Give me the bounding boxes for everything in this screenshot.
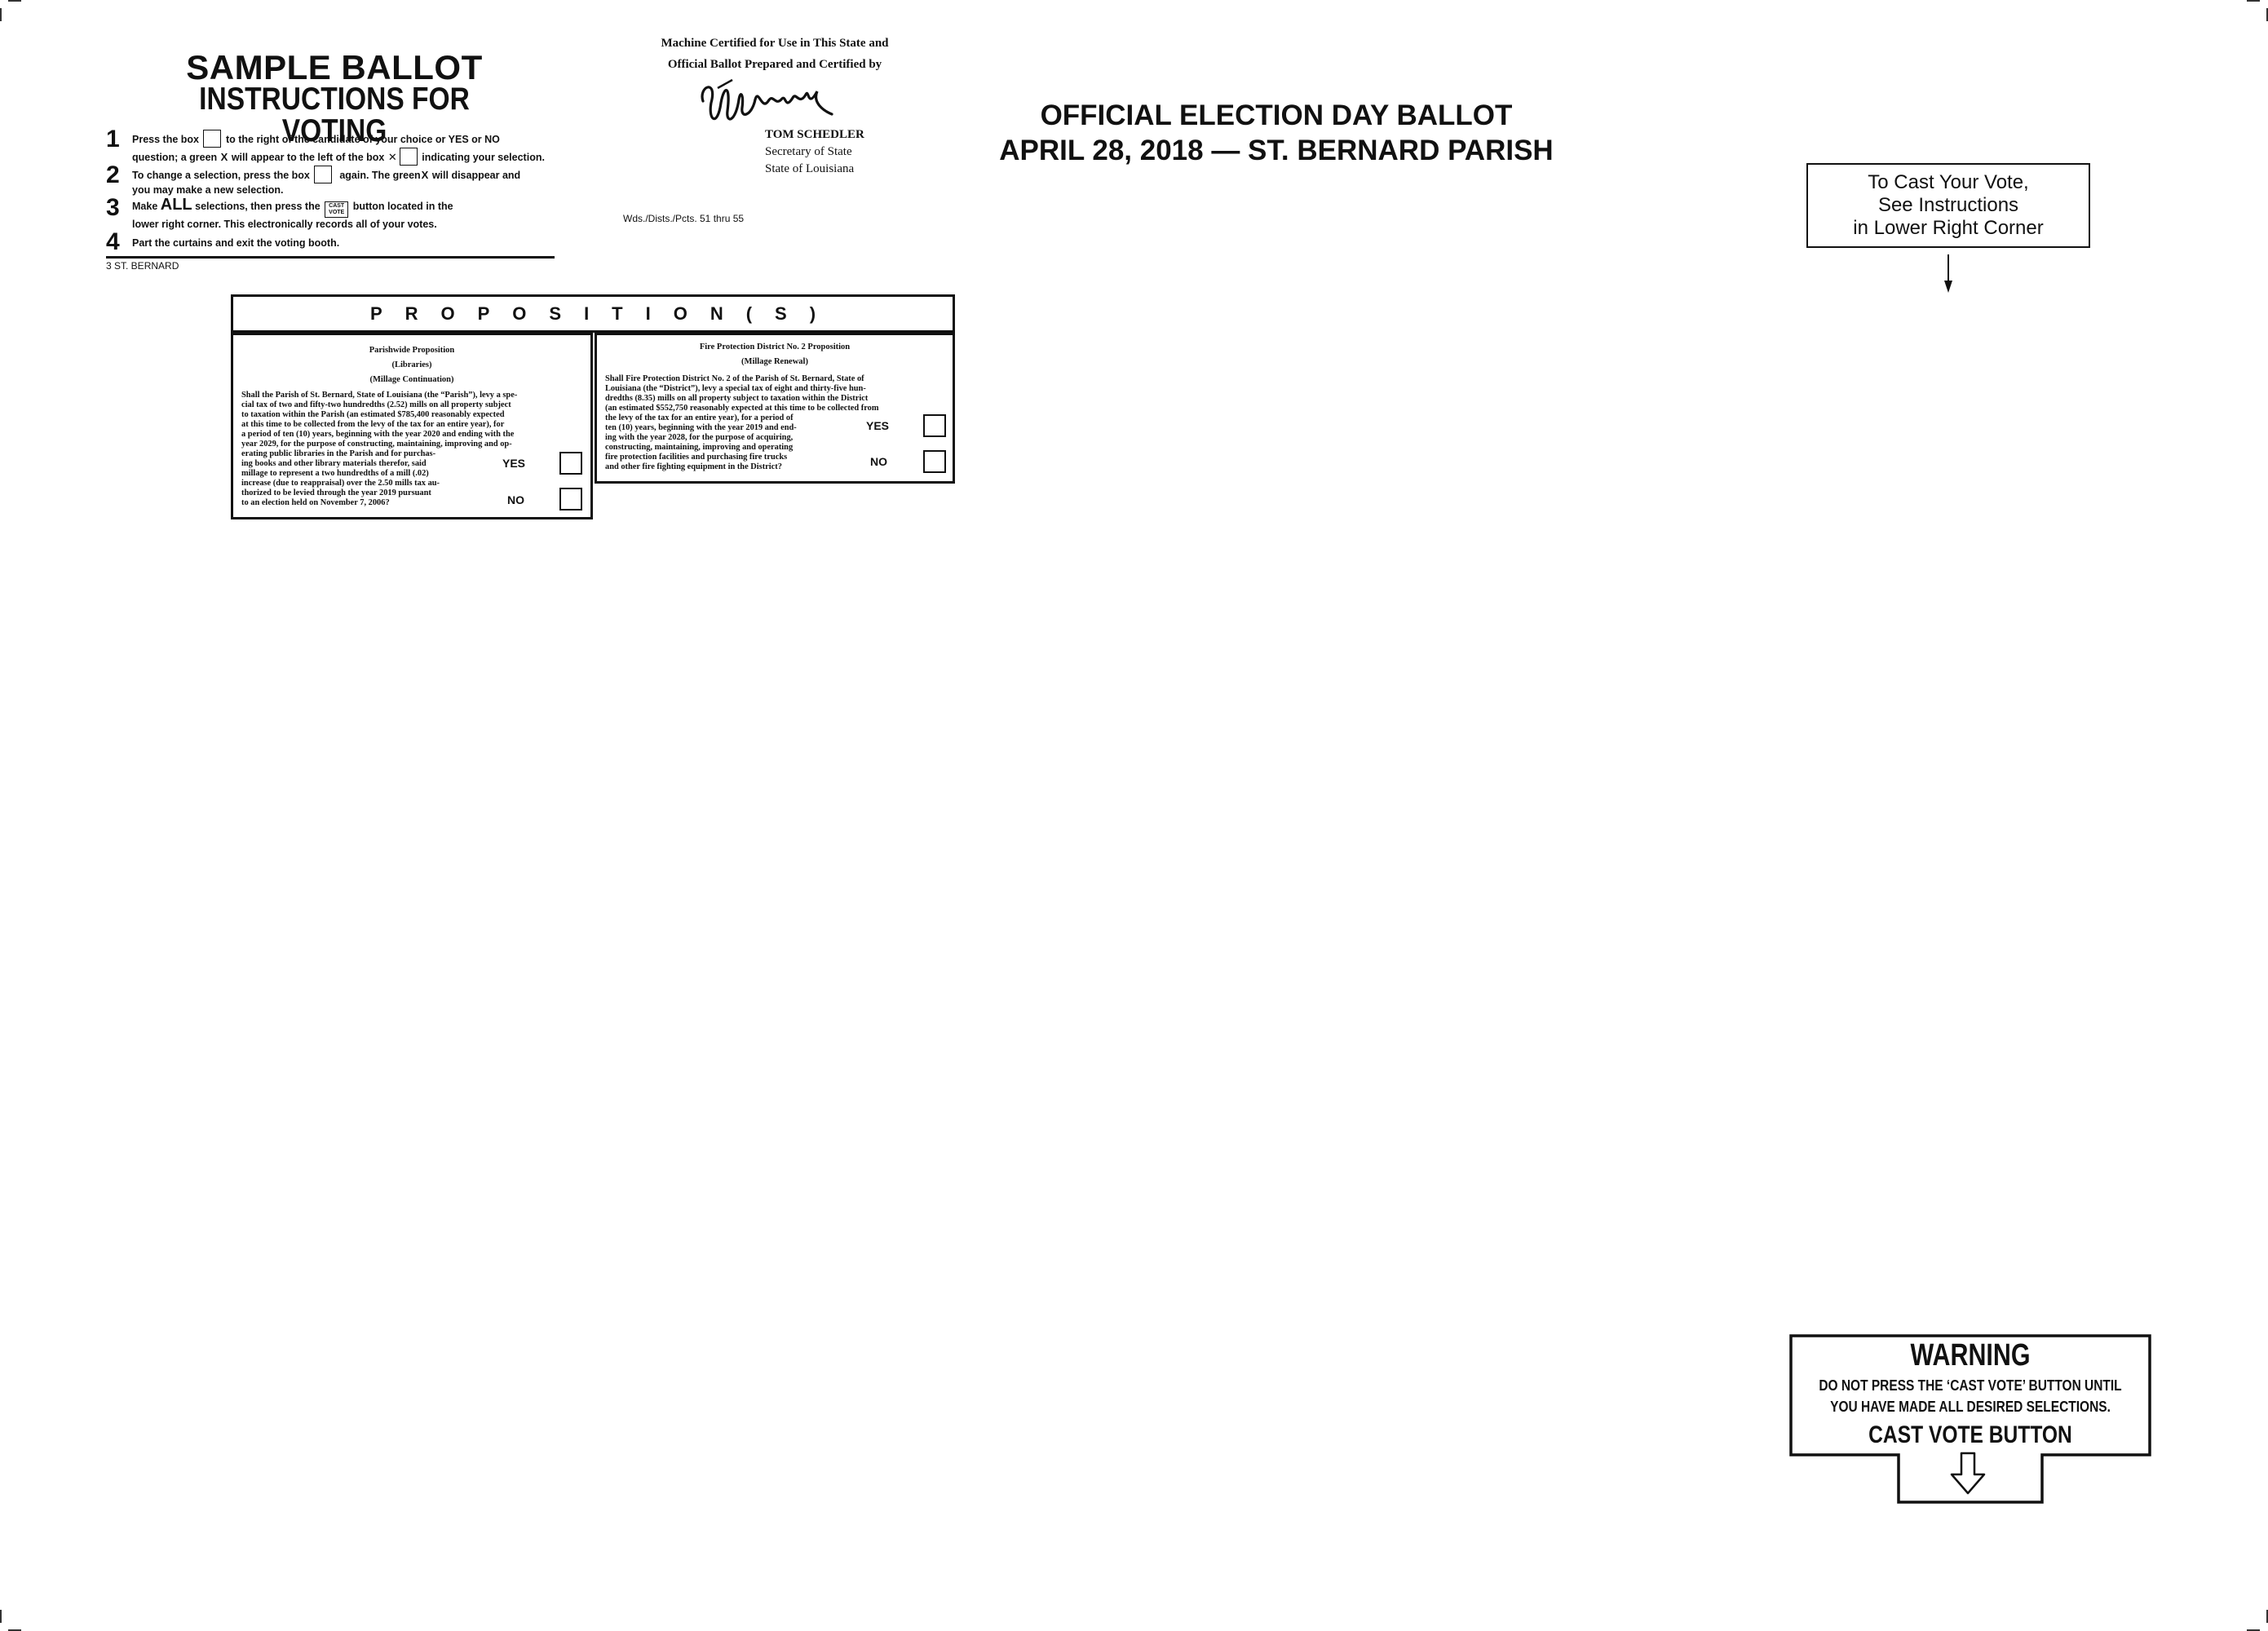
proposition-fire-protection-district-2: Fire Protection District No. 2 Propositi… bbox=[595, 333, 955, 484]
crop-mark-bottom-right bbox=[2266, 1610, 2268, 1623]
instructions-divider bbox=[106, 256, 555, 259]
wards-districts-precincts: Wds./Dists./Pcts. 51 thru 55 bbox=[623, 213, 745, 224]
crop-mark-bottom-left bbox=[0, 1610, 2, 1623]
proposition-text: Shall the Parish of St. Bernard, State o… bbox=[241, 391, 518, 449]
crop-mark-top-right-h bbox=[2247, 0, 2260, 2]
instructions-title: INSTRUCTIONS FOR VOTING bbox=[199, 82, 470, 148]
ballot-title-line-1: OFFICIAL ELECTION DAY BALLOT bbox=[1040, 99, 1513, 131]
warning-line-2: YOU HAVE MADE ALL DESIRED SELECTIONS. bbox=[1830, 1399, 2111, 1415]
crop-mark-top-right bbox=[2266, 8, 2268, 21]
step-text: Part the curtains and exit the voting bo… bbox=[132, 237, 340, 249]
certification-line-1: Machine Certified for Use in This State … bbox=[661, 37, 889, 50]
step-number: 1 bbox=[106, 126, 120, 152]
crop-mark-top-left bbox=[0, 8, 2, 21]
arrow-down-outline-icon[interactable] bbox=[1949, 1452, 1987, 1496]
step-number: 3 bbox=[106, 194, 120, 221]
proposition-subheading: (Millage Renewal) bbox=[741, 357, 808, 366]
warning-title: WARNING bbox=[1910, 1338, 2031, 1372]
x-mark-icon: ✕ bbox=[387, 151, 397, 163]
proposition-heading: Parishwide Proposition bbox=[369, 346, 455, 355]
no-label: NO bbox=[870, 455, 887, 468]
crop-mark-top-left-h bbox=[8, 0, 21, 2]
warning-line-1: DO NOT PRESS THE ‘CAST VOTE’ BUTTON UNTI… bbox=[1819, 1377, 2122, 1394]
no-checkbox[interactable] bbox=[923, 450, 946, 473]
warning-panel bbox=[1789, 1334, 2151, 1504]
proposition-parishwide-libraries: Parishwide Proposition (Libraries) (Mill… bbox=[231, 333, 593, 519]
yes-label: YES bbox=[866, 419, 890, 432]
yes-checkbox[interactable] bbox=[559, 452, 582, 475]
cast-vote-instructions-box: To Cast Your Vote, See Instructions in L… bbox=[1806, 163, 2090, 248]
no-checkbox[interactable] bbox=[559, 488, 582, 511]
propositions-header: PROPOSITION(S) bbox=[231, 294, 955, 333]
no-label: NO bbox=[507, 493, 524, 506]
proposition-text: ten (10) years, beginning with the year … bbox=[605, 423, 797, 471]
arrow-down-icon bbox=[1944, 254, 1952, 293]
crop-mark-bottom-left-h bbox=[8, 1629, 21, 1631]
step-number: 4 bbox=[106, 228, 120, 255]
proposition-subheading: (Libraries) bbox=[391, 360, 432, 369]
secretary-name: TOM SCHEDLER bbox=[765, 128, 864, 141]
sample-checkbox-icon bbox=[314, 166, 333, 183]
proposition-heading: Fire Protection District No. 2 Propositi… bbox=[699, 343, 851, 351]
proposition-text: erating public libraries in the Parish a… bbox=[241, 449, 440, 507]
proposition-text: Shall Fire Protection District No. 2 of … bbox=[605, 374, 879, 422]
crop-mark-bottom-right-h bbox=[2247, 1629, 2260, 1631]
certification-line-2: Official Ballot Prepared and Certified b… bbox=[667, 58, 882, 71]
secretary-signature-icon bbox=[701, 78, 833, 121]
sample-ballot-title: SAMPLE BALLOT bbox=[186, 48, 483, 86]
step-number: 2 bbox=[106, 161, 120, 188]
step-text: To change a selection, press the box aga… bbox=[132, 166, 520, 197]
secretary-office: Secretary of State bbox=[765, 145, 852, 158]
green-x-icon: X bbox=[220, 151, 228, 163]
proposition-subheading: (Millage Continuation) bbox=[369, 375, 454, 384]
cast-vote-button-label: CAST VOTE BUTTON bbox=[1868, 1421, 2072, 1448]
secretary-state: State of Louisiana bbox=[765, 162, 855, 175]
step-text: Press the box to the right of the candid… bbox=[132, 130, 545, 166]
precinct-code: 3 ST. BERNARD bbox=[106, 260, 179, 272]
sample-checkbox-icon bbox=[399, 148, 418, 166]
green-x-icon: X bbox=[421, 169, 429, 181]
yes-checkbox[interactable] bbox=[923, 414, 946, 437]
step-text: Make ALL selections, then press the CAST… bbox=[132, 196, 453, 230]
ballot-title-line-2: APRIL 28, 2018 — ST. BERNARD PARISH bbox=[999, 135, 1554, 166]
sample-checkbox-icon bbox=[203, 130, 222, 148]
yes-label: YES bbox=[502, 457, 526, 470]
